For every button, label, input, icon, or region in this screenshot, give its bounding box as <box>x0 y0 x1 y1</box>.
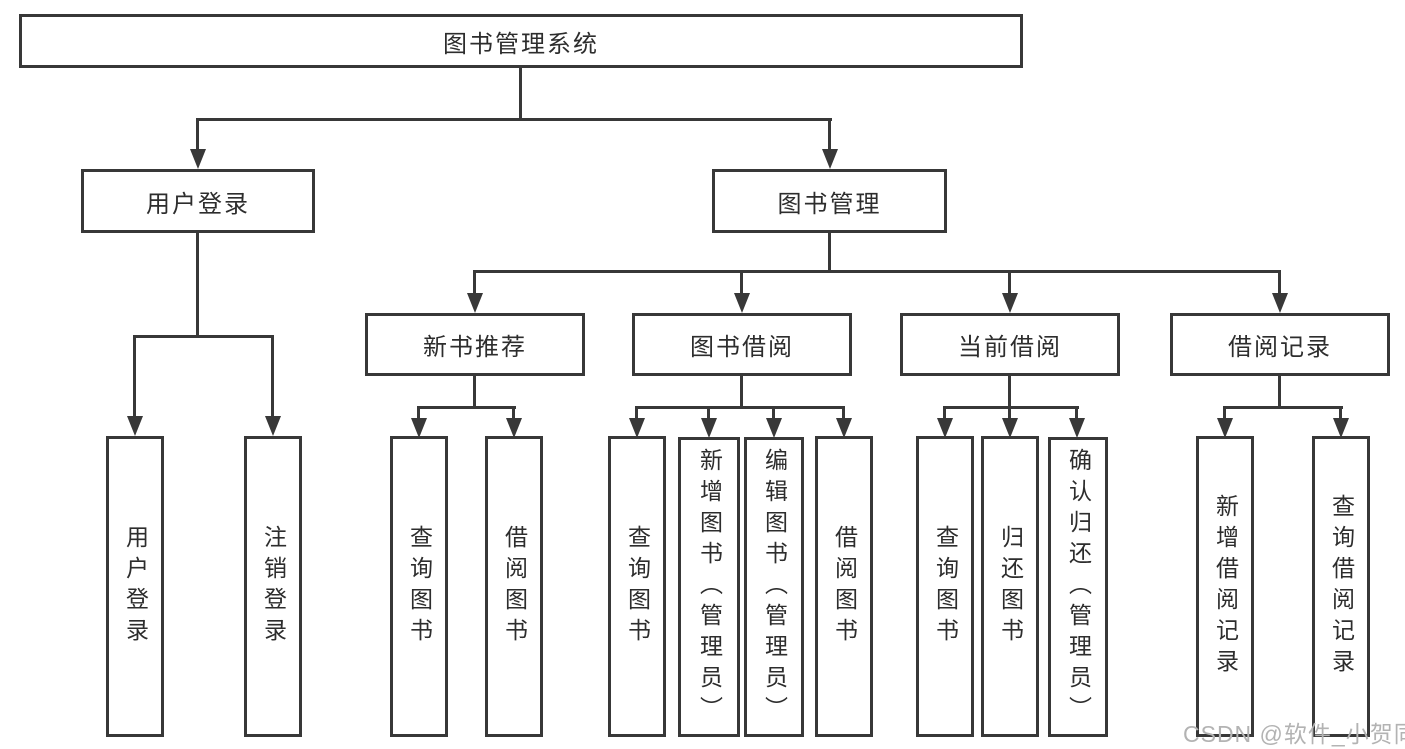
connector-arrow-line <box>1008 406 1011 418</box>
node-query-books-recommend: 查询图书 <box>390 436 448 737</box>
arrow-down-icon <box>822 149 838 169</box>
node-borrow-books-label: 借阅图书 <box>831 524 858 649</box>
connector-currentborrow-rail <box>943 406 1079 409</box>
connector-arrow-bookborrow-line <box>740 270 743 293</box>
connector-arrow-newbooks-line <box>473 270 476 293</box>
connector-bookmgmt-stem <box>828 233 831 270</box>
connector-arrow-line <box>1223 406 1226 418</box>
connector-arrow-line <box>417 406 420 418</box>
node-query-books-current: 查询图书 <box>916 436 974 737</box>
node-book-borrow-label: 图书借阅 <box>690 334 794 361</box>
node-add-books-admin: 新增图书（管理员） <box>678 437 740 737</box>
connector-arrow-currentborrow-line <box>1008 270 1011 293</box>
node-user-login-label: 用户登录 <box>122 524 149 649</box>
connector-arrow-line <box>512 406 515 418</box>
node-borrow-records-label: 借阅记录 <box>1228 334 1332 361</box>
node-query-books-borrow: 查询图书 <box>608 436 666 737</box>
connector-bookborrow-stem <box>740 376 743 406</box>
node-borrow-books-recommend-label: 借阅图书 <box>501 524 528 649</box>
node-confirm-return-admin: 确认归还（管理员） <box>1048 437 1108 737</box>
arrow-down-icon <box>701 418 717 438</box>
node-edit-books-admin-label: 编辑图书（管理员） <box>761 447 788 727</box>
node-user-login-branch-label: 用户登录 <box>146 190 250 218</box>
arrow-down-icon <box>629 418 645 438</box>
arrow-down-icon <box>1002 418 1018 438</box>
node-book-management: 图书管理 <box>712 169 947 233</box>
connector-arrow-logout-line <box>271 335 274 416</box>
arrow-down-icon <box>411 418 427 438</box>
node-logout: 注销登录 <box>244 436 302 737</box>
connector-records-rail <box>1223 406 1343 409</box>
connector-arrow-book-mgmt-line <box>828 118 831 149</box>
node-new-book-recommend-label: 新书推荐 <box>423 334 527 361</box>
node-library-system-label: 图书管理系统 <box>443 30 599 58</box>
connector-arrow-line <box>1075 406 1078 418</box>
node-book-management-label: 图书管理 <box>777 190 882 218</box>
connector-arrow-line <box>943 406 946 418</box>
node-add-borrow-record: 新增借阅记录 <box>1196 436 1254 737</box>
arrow-down-icon <box>1002 293 1018 313</box>
node-user-login: 用户登录 <box>106 436 164 737</box>
csdn-watermark: CSDN @软件_小贺同学 <box>1183 721 1405 747</box>
connector-userlogin-rail <box>133 335 274 338</box>
node-borrow-records: 借阅记录 <box>1170 313 1390 376</box>
arrow-down-icon <box>265 416 281 436</box>
arrow-down-icon <box>506 418 522 438</box>
node-new-book-recommend: 新书推荐 <box>365 313 585 376</box>
node-book-borrow: 图书借阅 <box>632 313 852 376</box>
node-borrow-books-recommend: 借阅图书 <box>485 436 543 737</box>
arrow-down-icon <box>937 418 953 438</box>
node-return-books-label: 归还图书 <box>997 524 1024 649</box>
node-query-books-recommend-label: 查询图书 <box>406 524 433 649</box>
arrow-down-icon <box>734 293 750 313</box>
arrow-down-icon <box>467 293 483 313</box>
node-query-books-borrow-label: 查询图书 <box>624 524 651 649</box>
arrow-down-icon <box>766 418 782 438</box>
connector-arrow-records-line <box>1278 270 1281 293</box>
connector-userlogin-stem <box>196 233 199 335</box>
arrow-down-icon <box>1069 418 1085 438</box>
arrow-down-icon <box>1272 293 1288 313</box>
connector-bookmgmt-rail <box>473 270 1281 273</box>
arrow-down-icon <box>1217 418 1233 438</box>
node-current-borrow-label: 当前借阅 <box>958 334 1062 361</box>
node-add-borrow-record-label: 新增借阅记录 <box>1212 493 1239 680</box>
arrow-down-icon <box>127 416 143 436</box>
connector-arrow-user-login-line <box>196 118 199 149</box>
node-confirm-return-admin-label: 确认归还（管理员） <box>1065 447 1092 727</box>
connector-bookborrow-rail <box>635 406 845 409</box>
connector-arrow-login-line <box>133 335 136 416</box>
node-current-borrow: 当前借阅 <box>900 313 1120 376</box>
connector-newbooks-stem <box>473 376 476 406</box>
node-borrow-books: 借阅图书 <box>815 436 873 737</box>
connector-root-stem <box>519 68 522 118</box>
connector-arrow-line <box>1339 406 1342 418</box>
node-query-borrow-record: 查询借阅记录 <box>1312 436 1370 737</box>
connector-records-stem <box>1278 376 1281 406</box>
connector-root-rail <box>196 118 832 121</box>
connector-arrow-line <box>707 406 710 418</box>
node-query-borrow-record-label: 查询借阅记录 <box>1328 493 1355 680</box>
node-query-books-current-label: 查询图书 <box>932 524 959 649</box>
connector-arrow-line <box>635 406 638 418</box>
connector-newbooks-rail <box>417 406 516 409</box>
node-logout-label: 注销登录 <box>260 524 287 649</box>
node-return-books: 归还图书 <box>981 436 1039 737</box>
node-library-system: 图书管理系统 <box>19 14 1023 68</box>
node-edit-books-admin: 编辑图书（管理员） <box>744 437 804 737</box>
node-user-login-branch: 用户登录 <box>81 169 315 233</box>
node-add-books-admin-label: 新增图书（管理员） <box>696 447 723 727</box>
arrow-down-icon <box>1333 418 1349 438</box>
arrow-down-icon <box>836 418 852 438</box>
connector-currentborrow-stem <box>1008 376 1011 406</box>
arrow-down-icon <box>190 149 206 169</box>
connector-arrow-line <box>842 406 845 418</box>
connector-arrow-line <box>772 406 775 418</box>
